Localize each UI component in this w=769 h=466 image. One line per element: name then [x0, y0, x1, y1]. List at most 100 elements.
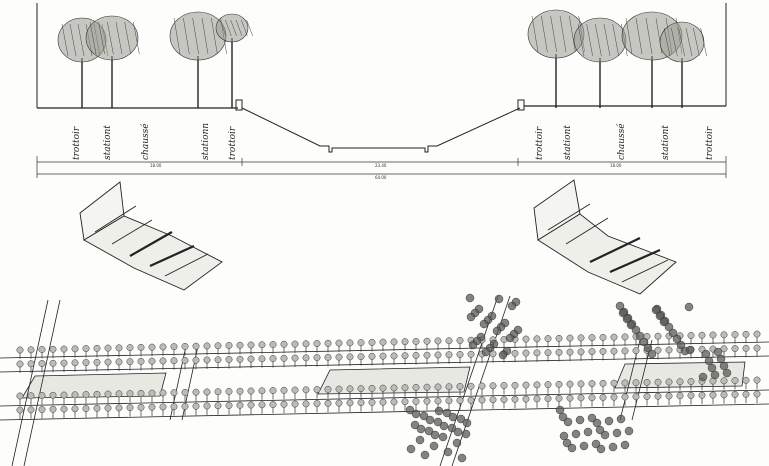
aerial-tree [82, 359, 90, 372]
aerial-tree [544, 335, 552, 348]
aerial-tree [203, 388, 211, 401]
aerial-tree [357, 385, 365, 398]
aerial-tree [511, 381, 519, 395]
aerial-tree [423, 337, 431, 351]
aerial-tree [511, 395, 519, 409]
aerial-tree [16, 392, 24, 405]
aerial-tree [115, 404, 123, 417]
section-tree [215, 13, 253, 108]
aerial-tree [544, 395, 552, 408]
grove-tree [405, 405, 415, 415]
grove-tree [456, 414, 466, 424]
aerial-tree [456, 397, 464, 410]
aerial-tree [445, 383, 453, 396]
aerial-tree [654, 346, 662, 360]
aerial-tree [357, 339, 365, 352]
aerial-tree [390, 384, 398, 397]
iso-right-line-1 [547, 203, 591, 231]
aerial-tree [49, 359, 57, 373]
grove-tree [659, 317, 669, 327]
aerial-tree [236, 341, 244, 355]
grove-tree [624, 426, 634, 436]
aerial-tree [258, 387, 266, 400]
aerial-tree [170, 357, 178, 370]
aerial-tree [588, 394, 596, 407]
aerial-tree [280, 354, 288, 368]
aerial-tree [269, 341, 277, 354]
aerial-tree [753, 344, 761, 358]
grove-tree [635, 331, 645, 341]
aerial-tree [709, 391, 717, 405]
aerial-tree [27, 392, 35, 405]
aerial-tree [335, 339, 343, 353]
grove-tree [452, 438, 462, 448]
section-tree [573, 17, 628, 108]
aerial-tree [148, 403, 156, 417]
grove-tree [406, 444, 416, 454]
grove-tree [704, 356, 714, 366]
grove-tree [608, 442, 618, 452]
aerial-tree [566, 380, 574, 394]
grove-tree [618, 308, 628, 318]
grove-tree [461, 429, 471, 439]
grove-tree [433, 417, 443, 427]
grove-tree [655, 311, 665, 321]
aerial-trees [16, 293, 761, 463]
aerial-tree [621, 393, 629, 406]
grove-tree [685, 345, 695, 355]
aerial-tree [27, 346, 35, 359]
aerial-tree [38, 360, 46, 373]
label-trottoir-left-2: trottoir [228, 126, 238, 160]
grove-tree [698, 372, 708, 382]
grove-tree [596, 444, 606, 454]
aerial-tree [324, 353, 332, 367]
aerial-tree [181, 388, 189, 402]
aerial-tree [401, 384, 409, 397]
grove-tree [438, 432, 448, 442]
aerial-tree [247, 341, 255, 355]
left-parapet [235, 99, 243, 111]
grove-tree [567, 443, 577, 453]
aerial-tree [445, 351, 453, 364]
aerial-tree [489, 382, 497, 395]
aerial-tree [654, 378, 662, 392]
aerial-tree [38, 406, 46, 419]
grove-tree [615, 301, 625, 311]
iso-right-dark-band-1 [589, 237, 641, 263]
aerial-tree [324, 399, 332, 413]
aerial-tree [159, 389, 167, 402]
aerial-tree [467, 350, 475, 364]
aerial-tree [214, 356, 222, 369]
dim-right-span: 18.00 [610, 163, 622, 168]
aerial-tree [60, 359, 68, 373]
aerial-tree [632, 393, 640, 406]
aerial-tree [269, 355, 277, 368]
cross-street-1a [11, 299, 49, 466]
aerial-tree [335, 353, 343, 367]
aerial-tree [731, 391, 739, 404]
iso-left-dark-band-1 [129, 231, 173, 257]
grove-tree [558, 412, 568, 422]
aerial-tree [544, 381, 552, 394]
grove-tree [453, 427, 463, 437]
aerial-tree [698, 391, 706, 405]
grove-tree [498, 350, 508, 360]
grove-tree [647, 349, 657, 359]
grove-tree [424, 426, 434, 436]
aerial-tree [731, 377, 739, 390]
label-stationnement-left-1: stationt [103, 125, 113, 160]
dim-middle-span: 23.40 [375, 163, 387, 168]
aerial-tree [610, 393, 618, 407]
aerial-tree [379, 384, 387, 398]
aerial-tree [269, 401, 277, 414]
cross-section [36, 3, 727, 153]
grove-tree [583, 427, 593, 437]
aerial-tree [203, 342, 211, 355]
grove-tree [425, 415, 435, 425]
aerial-tree [126, 390, 134, 403]
aerial-tree [236, 355, 244, 369]
aerial-tree [170, 403, 178, 416]
aerial-tree [16, 406, 24, 419]
aerial-tree [346, 339, 354, 352]
grove-tree [494, 294, 504, 304]
